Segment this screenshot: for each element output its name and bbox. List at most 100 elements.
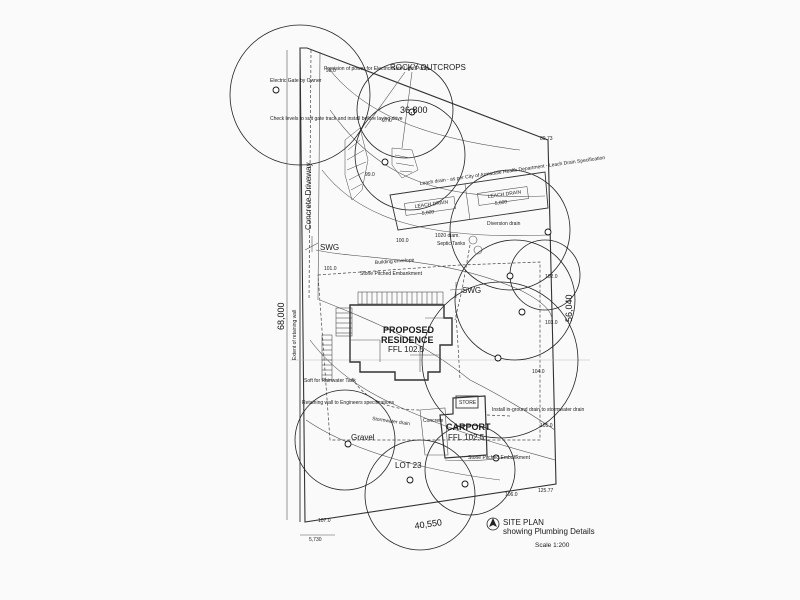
label-residence-ffl: FFL 102.5 <box>388 345 425 354</box>
residence-outline <box>349 304 453 381</box>
contour-label-98: 98.0 <box>326 68 336 74</box>
tree-trunk-6 <box>518 308 526 316</box>
label-dim-bottom: 40,550 <box>414 517 443 531</box>
tree-canopy-4 <box>449 169 571 291</box>
retaining-wall-hatch <box>321 307 353 381</box>
contour-label-100: 100.0 <box>396 238 409 244</box>
building-envelope <box>317 261 541 441</box>
label-site-plan: SITE PLAN <box>503 518 544 527</box>
contour-label-107: 107.0 <box>318 518 331 524</box>
label-carport-ffl: FFL 102.5 <box>448 433 485 442</box>
label-swg-1: SWG <box>320 243 339 252</box>
tree-canopy-5 <box>454 239 576 361</box>
carport-outline <box>439 395 488 459</box>
label-store: STORE <box>459 400 477 406</box>
label-rocky-outcrops: ROCKY OUTCROPS <box>390 63 466 72</box>
leach-drain-1 <box>404 196 456 216</box>
label-carport: CARPORT <box>446 422 491 432</box>
contour-label-105: 105.0 <box>540 423 553 429</box>
label-stormwater: Stormwater drain <box>372 416 411 427</box>
label-retaining-wall: Retaining wall to Engineers specificatio… <box>302 400 394 406</box>
rocky-outcrop-hatch <box>344 127 419 201</box>
leach-drain-area <box>389 171 549 231</box>
tree-canopy-10 <box>424 424 516 516</box>
embankment-hatch <box>357 291 444 305</box>
boundary-label-a: 89.73 <box>540 136 553 142</box>
contour-label-104: 104.0 <box>532 369 545 375</box>
label-stone-embankment-bottom: Stone Pitched Embankment <box>468 455 531 461</box>
tree-trunk-2 <box>381 158 389 166</box>
store-box <box>455 395 479 409</box>
label-check-levels: Check levels to suit gate track and inst… <box>270 116 403 122</box>
contour-3 <box>315 249 553 321</box>
swg-marker-1 <box>304 236 319 252</box>
contour-label-97: 97.0 <box>382 118 392 124</box>
tree-canopy-9 <box>364 439 476 551</box>
label-lot: LOT 23 <box>395 461 422 470</box>
label-leach-drain-1: LEACH DRAIN <box>414 199 449 210</box>
carport-pit <box>492 454 500 462</box>
contour-5 <box>309 339 556 461</box>
contour-label-106: 106.0 <box>505 492 518 498</box>
tree-canopy-3 <box>356 61 454 159</box>
label-extent-retaining: Extent of retaining wall <box>292 310 298 360</box>
contour-label-101: 101.0 <box>324 266 337 272</box>
lot-boundary <box>299 47 557 523</box>
label-dim-bottom-left: 5,730 <box>309 537 322 543</box>
septic-tank-1 <box>468 235 478 245</box>
tree-trunk-7 <box>494 354 502 362</box>
stone-embankment-bottom-line <box>444 454 519 462</box>
label-electric-gate: Electric Gate by Owner <box>270 78 322 84</box>
label-leach-note: Leach drain - as per City of Armadale He… <box>419 155 605 187</box>
label-swg-2: SWG <box>462 286 481 295</box>
label-building-envelope: Building envelope <box>375 257 415 266</box>
label-dim-top: 36,800 <box>400 105 428 115</box>
label-site-plan-sub: showing Plumbing Details <box>503 527 595 536</box>
label-residence-1: PROPOSED <box>383 325 435 335</box>
tree-trunk-9 <box>406 476 414 484</box>
label-diversion-drain: Diversion drain <box>487 221 521 227</box>
contour-label-99: 99.0 <box>365 172 375 178</box>
contour-label-102: 102.0 <box>545 274 558 280</box>
north-arrow <box>486 517 500 531</box>
label-power-note: Provision of power for Electric Gate Lig… <box>324 66 429 72</box>
boundary-label-b: 125.77 <box>538 488 554 494</box>
label-residence-2: RESIDENCE <box>381 335 434 345</box>
residence-interior-walls <box>350 317 444 372</box>
label-septic-tanks: Septic Tanks <box>437 241 466 247</box>
label-in-ground-drain: Install in-ground drain to stormwater dr… <box>492 407 584 413</box>
leach-drain-divider <box>464 183 471 221</box>
tree-trunk-4 <box>544 228 552 236</box>
tree-trunk-10 <box>461 480 469 488</box>
label-soft-rain: Soft for Rainwater Tank <box>304 378 356 384</box>
leach-drain-2 <box>477 186 529 206</box>
tree-trunk-1 <box>272 86 280 94</box>
label-driveway: Concrete Driveway <box>304 162 313 230</box>
tree-trunk-5 <box>506 272 514 280</box>
label-scale: Scale 1:200 <box>535 542 570 549</box>
label-dim-right: 56,040 <box>564 294 574 322</box>
label-diam: 1020 diam. <box>435 233 460 239</box>
carport-drain <box>486 414 511 417</box>
sewer-line <box>454 299 461 381</box>
contour-label-103: 103.0 <box>545 320 558 326</box>
label-concrete: Concrete <box>423 418 444 424</box>
contour-7 <box>329 69 521 151</box>
contour-2 <box>321 169 549 236</box>
label-leach-drain-2: LEACH DRAIN <box>487 189 522 200</box>
concrete-pad <box>419 407 449 456</box>
contour-6 <box>305 419 501 481</box>
driveway-right-edge <box>317 51 321 301</box>
tree-canopy-1 <box>229 24 371 166</box>
label-dim-left: 68,000 <box>276 302 286 330</box>
label-gravel: Gravel <box>351 433 375 442</box>
label-leach-drain-1-size: 5,000 <box>421 209 434 217</box>
tree-canopy-8 <box>294 389 396 491</box>
tree-canopy-2 <box>354 99 466 211</box>
stormwater-drain-line <box>351 377 421 411</box>
septic-pipe <box>454 244 471 321</box>
tree-trunk-8 <box>344 440 352 448</box>
driveway-center <box>308 49 312 301</box>
